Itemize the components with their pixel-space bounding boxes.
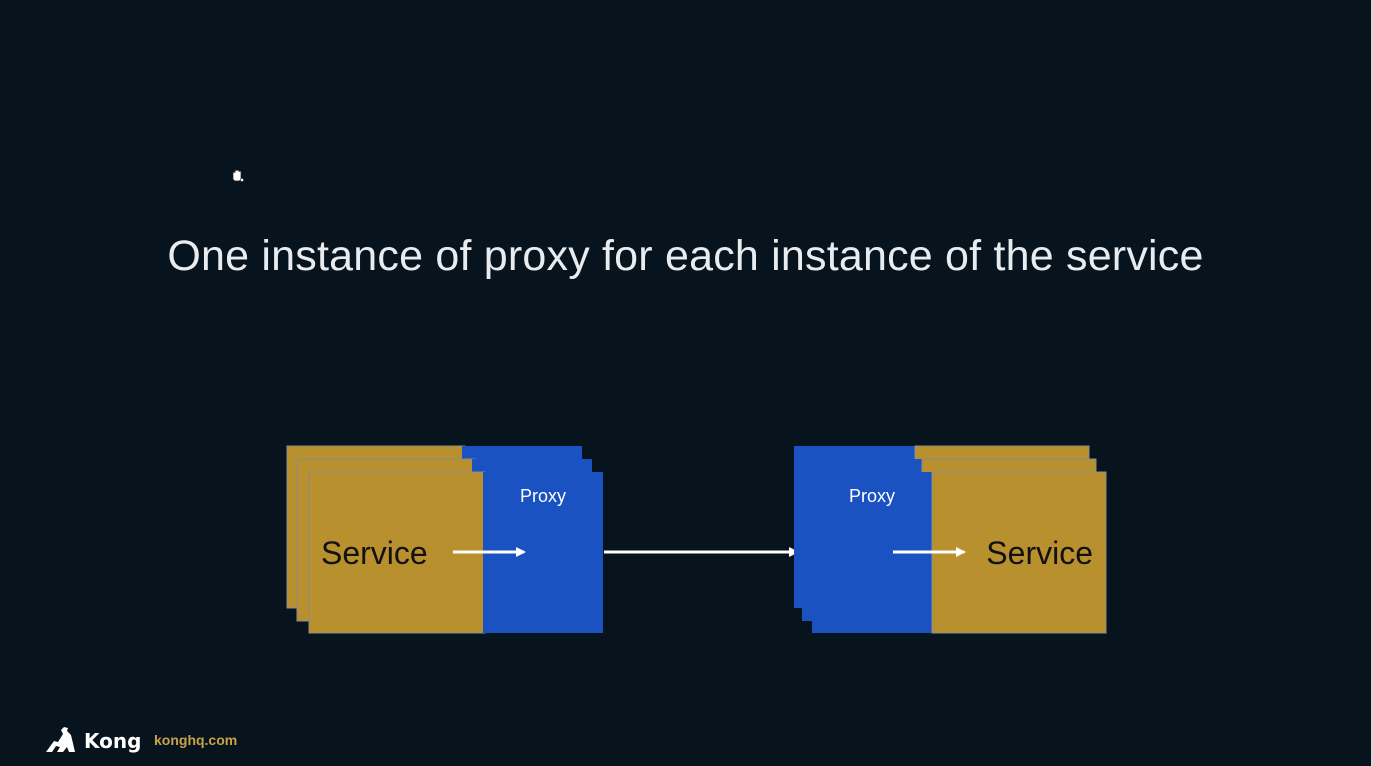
left-service-label: Service	[321, 535, 428, 571]
slide-title: One instance of proxy for each instance …	[167, 232, 1204, 280]
right-proxy-label: Proxy	[849, 486, 895, 506]
right-instance-stack	[794, 445, 1107, 634]
window-edge	[1371, 0, 1373, 766]
right-service-label: Service	[986, 535, 1093, 571]
footer-url-link[interactable]: konghq.com	[154, 732, 238, 748]
kong-logo-icon	[46, 727, 75, 752]
left-proxy-label: Proxy	[520, 486, 566, 506]
left-instance-stack	[286, 445, 603, 634]
footer-brand: Kong	[84, 729, 142, 753]
hand-grab-icon	[232, 169, 244, 182]
